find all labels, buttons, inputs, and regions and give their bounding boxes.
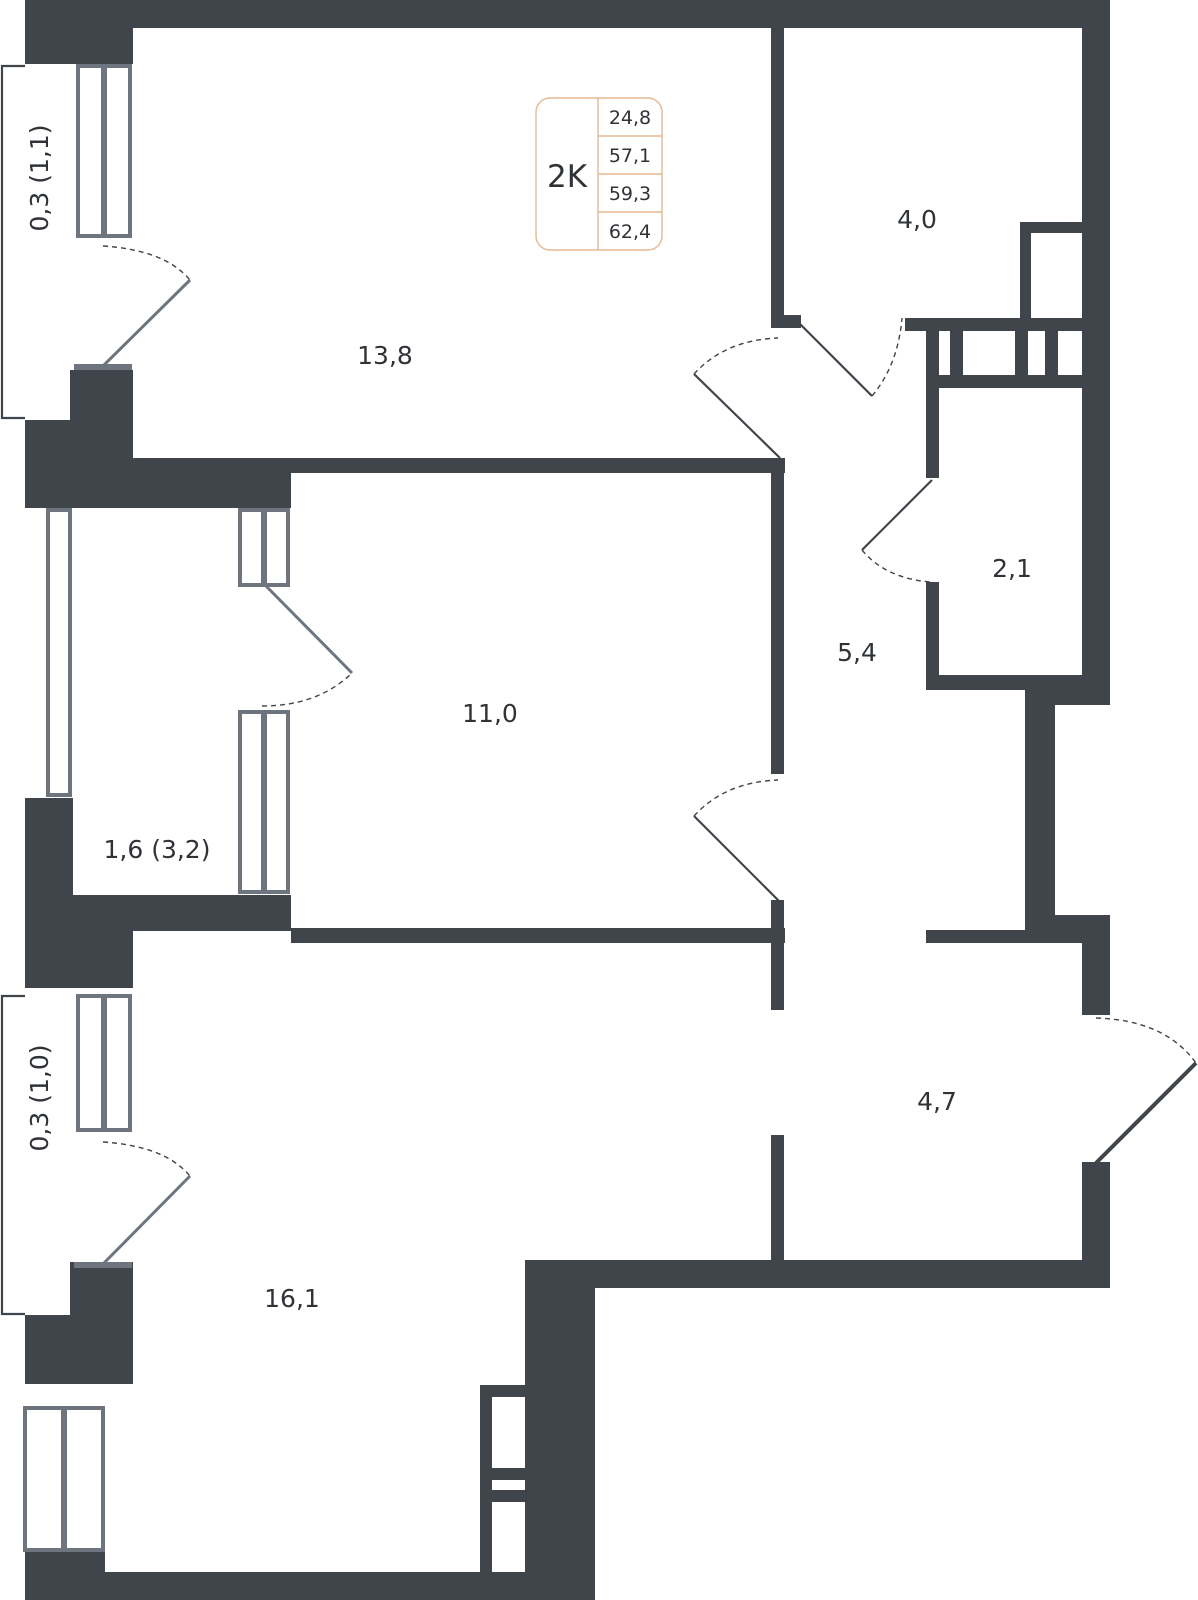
apartment-badge: 2K 24,8 57,1 59,3 62,4 (535, 97, 663, 251)
badge-value-living: 24,8 (609, 107, 651, 129)
room-area-top-right: 4,0 (897, 205, 937, 234)
walls (25, 0, 1110, 1600)
badge-value-full: 62,4 (609, 221, 651, 243)
room-area-bath: 2,1 (992, 554, 1032, 583)
room-area-middle: 11,0 (462, 699, 518, 728)
balcony-area-bottom: 0,3 (1,0) (25, 1045, 54, 1152)
room-area-hall: 5,4 (837, 638, 877, 667)
balcony-outlines (0, 64, 25, 1316)
room-area-loggia: 1,6 (3,2) (104, 835, 211, 864)
room-area-entry: 4,7 (917, 1087, 957, 1116)
windows (23, 64, 290, 1552)
balcony-area-top: 0,3 (1,1) (25, 125, 54, 232)
apartment-type: 2K (547, 159, 588, 195)
badge-value-total: 57,1 (609, 145, 651, 167)
doors (101, 245, 1198, 1266)
room-labels: 13,8 4,0 11,0 5,4 2,1 1,6 (3,2) 4,7 16,1… (25, 125, 1032, 1313)
badge-value-with-balconies: 59,3 (609, 183, 651, 205)
room-area-bottom: 16,1 (264, 1284, 320, 1313)
room-area-top-left: 13,8 (357, 341, 413, 370)
